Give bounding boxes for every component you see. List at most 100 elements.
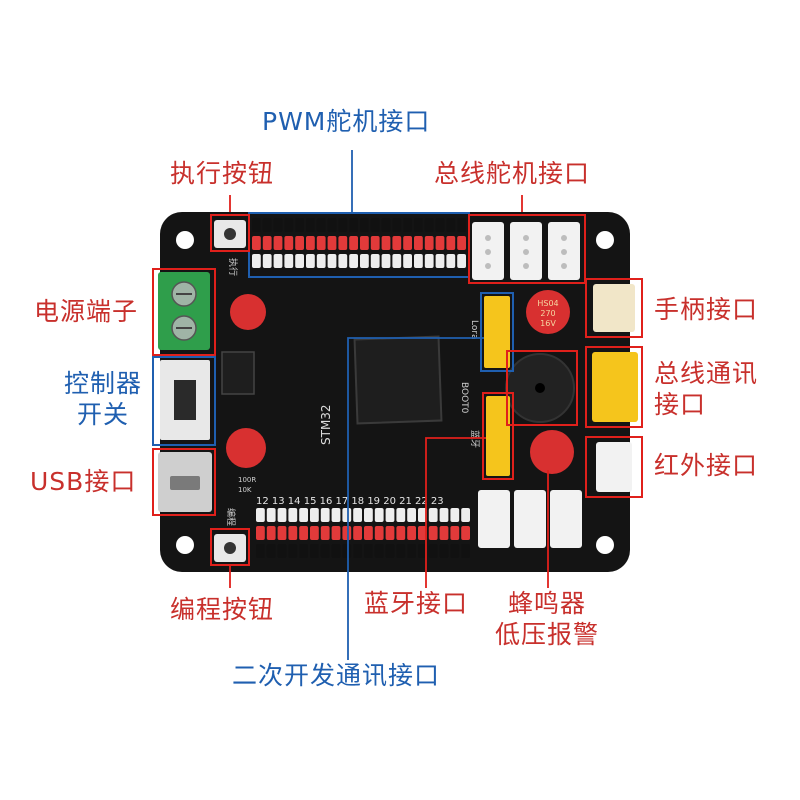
pwm-pin-signal bbox=[428, 544, 438, 558]
pwm-pin-ground bbox=[316, 254, 326, 268]
label-gamepad: 手柄接口 bbox=[654, 295, 759, 324]
pwm-pin-signal bbox=[342, 544, 352, 558]
label-secondary-dev: 二次开发通讯接口 bbox=[232, 661, 441, 690]
bus-servo-box bbox=[468, 214, 586, 284]
pwm-pin-power bbox=[414, 236, 423, 250]
label-bus-comm-line1: 总线通讯 bbox=[654, 359, 759, 388]
gamepad-box bbox=[585, 278, 643, 338]
pwm-pin-signal bbox=[256, 544, 265, 558]
pwm-pin-ground bbox=[461, 508, 470, 522]
pwm-pin-power bbox=[424, 236, 434, 250]
boot-label: BOOT0 bbox=[459, 382, 469, 414]
pwm-pin-signal bbox=[457, 218, 466, 232]
pwm-pin-ground bbox=[284, 254, 294, 268]
pwm-pin-power bbox=[439, 526, 449, 540]
pwm-pin-signal bbox=[446, 218, 456, 232]
pwm-pin-signal bbox=[349, 218, 358, 232]
bt-label: 蓝牙 bbox=[469, 430, 481, 448]
label-bus-servo: 总线舵机接口 bbox=[434, 159, 591, 188]
pwm-pin-signal bbox=[364, 544, 373, 558]
power-terminal-box bbox=[152, 268, 216, 356]
pwm-pin-signal bbox=[381, 218, 391, 232]
pwm-pin-signal bbox=[450, 544, 460, 558]
label-buzzer-line1: 蜂鸣器 bbox=[507, 589, 586, 618]
pwm-pin-power bbox=[418, 526, 427, 540]
pwm-pin-ground bbox=[273, 254, 283, 268]
pwm-pin-ground bbox=[360, 254, 369, 268]
pwm-pin-ground bbox=[310, 508, 319, 522]
pwm-pin-ground bbox=[353, 508, 362, 522]
pwm-pin-signal bbox=[316, 218, 326, 232]
pwm-pin-ground bbox=[435, 254, 445, 268]
pwm-pin-signal bbox=[370, 218, 380, 232]
pwm-pin-power bbox=[288, 526, 298, 540]
pwm-pin-signal bbox=[418, 544, 427, 558]
pwm-pin-power bbox=[327, 236, 337, 250]
pwm-pin-signal bbox=[414, 218, 423, 232]
pwm-pin-ground bbox=[288, 508, 298, 522]
pwm-pin-power bbox=[349, 236, 358, 250]
buzzer-box bbox=[506, 350, 578, 426]
gamepad-connector bbox=[593, 284, 635, 332]
pwm-pin-ground bbox=[418, 508, 427, 522]
pwm-pin-power bbox=[446, 236, 456, 250]
mounting-hole-tr bbox=[596, 231, 614, 249]
pwm-pin-ground bbox=[370, 254, 380, 268]
pwm-pin-ground bbox=[338, 254, 348, 268]
pwm-pin-power bbox=[262, 236, 272, 250]
pwm-pin-ground bbox=[439, 508, 449, 522]
pwm-pin-ground bbox=[320, 508, 330, 522]
pwm-pin-ground bbox=[364, 508, 373, 522]
pwm-pin-power bbox=[295, 236, 304, 250]
pwm-pin-ground bbox=[266, 508, 276, 522]
pwm-header-bottom bbox=[256, 508, 470, 558]
pwm-pin-power bbox=[310, 526, 319, 540]
pwm-pin-ground bbox=[457, 254, 466, 268]
capacitor-top bbox=[226, 290, 574, 474]
bluetooth-header bbox=[486, 396, 510, 476]
usb-box bbox=[152, 448, 216, 516]
pwm-pin-ground bbox=[277, 508, 287, 522]
label-controller-switch-line1: 控制器 bbox=[63, 369, 142, 398]
pwm-pin-power bbox=[299, 526, 308, 540]
pwm-pin-ground bbox=[252, 254, 261, 268]
pwm-pin-signal bbox=[320, 544, 330, 558]
pwm-pin-ground bbox=[327, 254, 337, 268]
mounting-hole-bl bbox=[176, 536, 194, 554]
pwm-pin-ground bbox=[299, 508, 308, 522]
pwm-pin-power bbox=[407, 526, 416, 540]
pwm-pin-power bbox=[370, 236, 380, 250]
label-buzzer-line2: 低压报警 bbox=[494, 620, 599, 650]
label-usb: USB接口 bbox=[30, 467, 137, 496]
pwm-header-top bbox=[252, 218, 466, 268]
pwm-pin-signal bbox=[374, 544, 384, 558]
label-controller-switch-line2: 开关 bbox=[76, 400, 129, 430]
pwm-pin-power bbox=[364, 526, 373, 540]
power-terminal-block bbox=[158, 272, 210, 350]
bus-comm-box bbox=[585, 346, 643, 428]
label-power-terminal: 电源端子 bbox=[34, 297, 139, 326]
pwm-pin-power bbox=[284, 236, 294, 250]
label-bus-comm: 总线通讯 接口 bbox=[654, 358, 758, 421]
pwm-pin-power bbox=[381, 236, 391, 250]
pwm-pin-power bbox=[457, 236, 466, 250]
cap-label-2: 270 bbox=[540, 309, 555, 318]
bus-comm-connector bbox=[592, 352, 638, 422]
pwm-pin-power bbox=[266, 526, 276, 540]
infrared-connector bbox=[596, 442, 632, 492]
leader-lines bbox=[229, 150, 549, 660]
pwm-pin-signal bbox=[277, 544, 287, 558]
pwm-pin-ground bbox=[414, 254, 423, 268]
pwm-pin-power bbox=[353, 526, 362, 540]
pwm-pin-signal bbox=[331, 544, 341, 558]
exec-silk: 执行 bbox=[227, 258, 239, 276]
pwm-pin-signal bbox=[360, 218, 369, 232]
pwm-pin-ground bbox=[403, 254, 412, 268]
pwm-pin-power bbox=[306, 236, 315, 250]
pwm-pin-power bbox=[450, 526, 460, 540]
chip-label: STM32 bbox=[319, 404, 333, 445]
pwm-pin-signal bbox=[295, 218, 304, 232]
pwm-pin-ground bbox=[295, 254, 304, 268]
lora-header bbox=[484, 296, 510, 368]
pwm-pin-ground bbox=[450, 508, 460, 522]
